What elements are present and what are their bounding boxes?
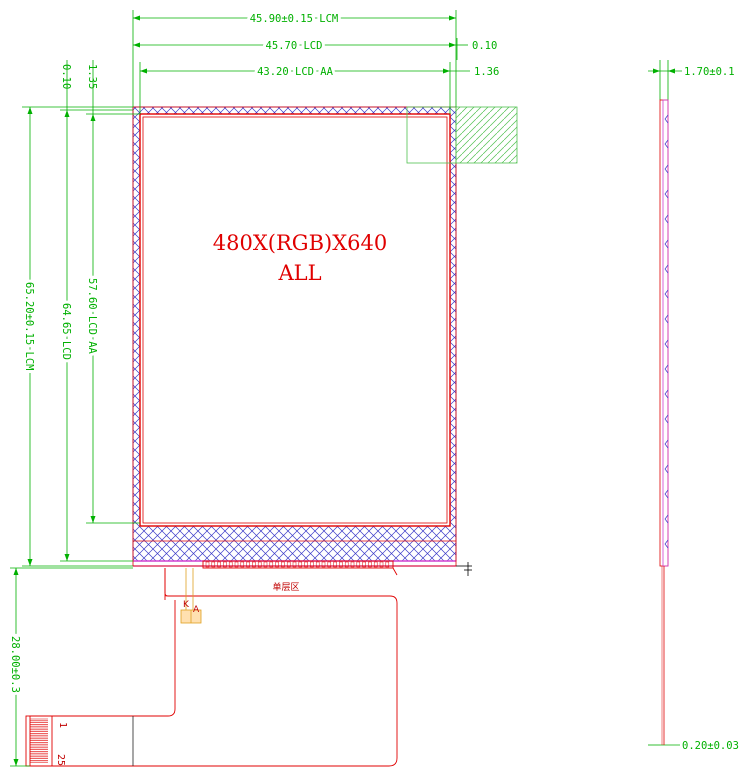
fpc-top-pin (333, 561, 337, 568)
fpc-top-pin (223, 561, 227, 568)
fpc-top-pin (339, 561, 343, 568)
lcm-outline (132, 106, 457, 567)
fpc-top-pin (252, 561, 256, 568)
fpc-top-pin (379, 561, 384, 568)
dim-lcd-height: 64.65 LCD (60, 303, 72, 360)
fpc-top-pin (356, 561, 361, 568)
fpc-top-pin (373, 561, 378, 568)
fpc-top-pin (246, 561, 250, 568)
fpc-top-pin (304, 561, 308, 568)
dim-right-offset-010: 0.10 (472, 40, 497, 52)
fpc-top-pin (321, 561, 326, 568)
fpc-top-pin (310, 561, 314, 568)
module-front-view (132, 106, 457, 567)
side-view-notch (664, 139, 669, 149)
dim-lcm-width: 45.90±0.15 LCM (250, 13, 339, 25)
module-side-view (659, 99, 669, 745)
fpc-contact-pins (30, 718, 48, 763)
fpc-top-pin (315, 561, 320, 568)
side-view-notch (664, 364, 669, 374)
dimension-arrows (13, 15, 675, 766)
fpc-top-pin (368, 561, 372, 568)
fpc-top-pin (385, 561, 390, 568)
fpc-top-pin (211, 561, 216, 568)
fpc-top-pin (286, 561, 291, 568)
side-view-notch (664, 414, 669, 424)
fpc-top-pin (269, 561, 274, 568)
dim-right-offset-136: 1.36 (474, 66, 499, 78)
fpc-top-pins (205, 561, 390, 568)
fpc-top-pin (362, 561, 366, 568)
side-view-notch (664, 339, 669, 349)
fpc-top-pin (298, 561, 303, 568)
side-view-notch (664, 514, 669, 524)
side-view-notch (664, 189, 669, 199)
fpc-top-pin (240, 561, 245, 568)
active-area-window (139, 113, 451, 527)
viewing-direction-label: ALL (277, 261, 321, 285)
side-view-notch (664, 539, 669, 549)
dim-lcd-aa-height: 57.60 LCD AA (86, 278, 98, 355)
dim-fpc-length: 28.00±0.3 (9, 636, 21, 693)
dim-thickness: 1.70±0.1 (684, 66, 735, 78)
active-area-outline (142, 116, 448, 524)
fpc-top-pin (217, 561, 221, 568)
fpc-top-pin (344, 561, 349, 568)
pin-first-label: 1 (57, 722, 68, 728)
fpc-top-pin (228, 561, 233, 568)
pad-k-label: K (183, 600, 190, 610)
side-view-notch (664, 239, 669, 249)
fpc-edge-marks (456, 562, 472, 576)
fpc-top-pin (275, 561, 279, 568)
pin-last-label: 25 (55, 754, 66, 766)
fpc-top-pin (205, 561, 210, 568)
fpc-top-pin (234, 561, 239, 568)
pad-a-label: A (193, 605, 200, 615)
side-view-notch (664, 489, 669, 499)
backlight-leads (180, 568, 202, 624)
fpc-top-pin (292, 561, 297, 568)
side-view-notch (664, 389, 669, 399)
dim-lcd-aa-width: 43.20 LCD AA (257, 66, 334, 78)
single-layer-zone-label: 单层区 (272, 581, 299, 593)
fpc-top-pin (281, 561, 285, 568)
side-view-notch (664, 164, 669, 174)
fpc-top-pin (257, 561, 262, 568)
dim-lcm-height: 65.20±0.15 LCM (23, 282, 35, 371)
side-view-notches (664, 114, 669, 549)
dim-fpc-thickness: 0.20±0.03 (682, 740, 739, 752)
side-view-notch (664, 314, 669, 324)
side-view-notch (664, 464, 669, 474)
fpc-top-pin (327, 561, 332, 568)
fpc-cable (25, 560, 398, 767)
dim-left-offset-135: 1.35 (86, 64, 98, 89)
fpc-top-pin (263, 561, 268, 568)
side-view-notch (664, 264, 669, 274)
dim-left-offset-010: 0.10 (60, 64, 72, 89)
side-view-notch (664, 214, 669, 224)
dimension-lines (10, 10, 682, 767)
side-view-notch (664, 114, 669, 124)
side-view-notch (664, 289, 669, 299)
protective-tape (406, 106, 518, 164)
fpc-top-pin (350, 561, 355, 568)
dim-lcd-width: 45.70 LCD (266, 40, 323, 52)
side-view-notch (664, 439, 669, 449)
resolution-label: 480X(RGB)X640 (213, 231, 387, 255)
